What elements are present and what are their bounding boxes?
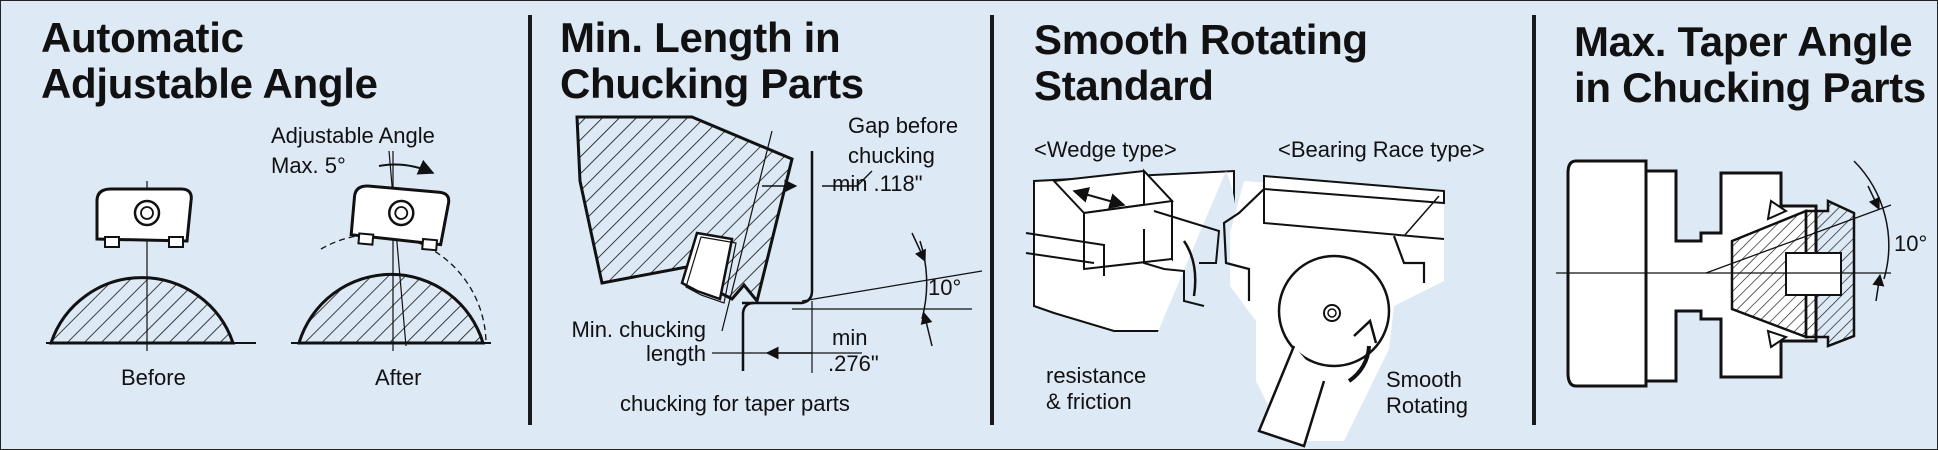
smooth-label-line-1: Smooth — [1386, 367, 1462, 392]
after-label: After — [375, 365, 422, 390]
gap-label-line-2: chucking — [848, 143, 935, 168]
panel-title: Min. Length in Chucking Parts — [560, 15, 864, 107]
resistance-label-line-1: resistance — [1046, 363, 1147, 388]
angle-label: 10° — [928, 275, 962, 300]
taper-angle-diagram — [1556, 159, 1892, 388]
min-chucking-label-line-2: length — [646, 341, 706, 366]
min-chucking-label-line-1: Min. chucking — [571, 317, 706, 342]
title-line-1: Max. Taper Angle — [1574, 18, 1913, 65]
title-line-1: Smooth Rotating — [1034, 16, 1368, 63]
smooth-label-line-2: Rotating — [1386, 393, 1468, 418]
bearing-type-label: <Bearing Race type> — [1278, 137, 1485, 162]
max-angle-label: Max. 5° — [271, 153, 346, 178]
panel-automatic-adjustable-angle: Automatic Adjustable Angle — [1, 1, 529, 449]
panel-min-length-chucking: Min. Length in Chucking Parts Gap before — [532, 1, 992, 449]
before-figure — [46, 181, 256, 351]
gap-label-line-1: Gap before — [848, 113, 959, 138]
panel-title: Max. Taper Angle in Chucking Parts — [1574, 19, 1926, 111]
title-line-2: Chucking Parts — [560, 60, 864, 107]
divider — [990, 15, 994, 425]
title-line-1: Automatic — [41, 14, 244, 61]
title-line-1: Min. Length in — [560, 14, 841, 61]
title-line-2: in Chucking Parts — [1574, 64, 1926, 111]
min-length-diagram — [575, 115, 983, 373]
after-figure — [291, 150, 491, 351]
divider — [1532, 15, 1536, 425]
panel-max-taper-angle: Max. Taper Angle in Chucking Parts 10° — [1536, 1, 1937, 449]
smooth-rotating-diagram — [1025, 168, 1445, 448]
gap-label-line-3: min .118" — [832, 171, 923, 196]
bearing-race-figure — [1222, 174, 1445, 448]
panel-smooth-rotating: Smooth Rotating Standard <Wedge type> <B… — [994, 1, 1534, 449]
before-label: Before — [121, 365, 186, 390]
divider — [528, 15, 532, 425]
adjustable-angle-label: Adjustable Angle — [271, 123, 435, 148]
panel-title: Automatic Adjustable Angle — [41, 15, 378, 107]
resistance-label-line-2: & friction — [1046, 389, 1132, 414]
panel-title: Smooth Rotating Standard — [1034, 17, 1368, 109]
min-label-line-2: .276" — [828, 351, 879, 376]
taper-angle-label: 10° — [1894, 231, 1928, 256]
min-label-line-1: min — [832, 325, 868, 350]
taper-caption: chucking for taper parts — [620, 391, 850, 416]
title-line-2: Adjustable Angle — [41, 60, 378, 107]
wedge-type-figure — [1025, 168, 1237, 341]
title-line-2: Standard — [1034, 62, 1214, 109]
wedge-type-label: <Wedge type> — [1034, 137, 1177, 162]
adjustable-angle-diagram — [46, 150, 491, 351]
